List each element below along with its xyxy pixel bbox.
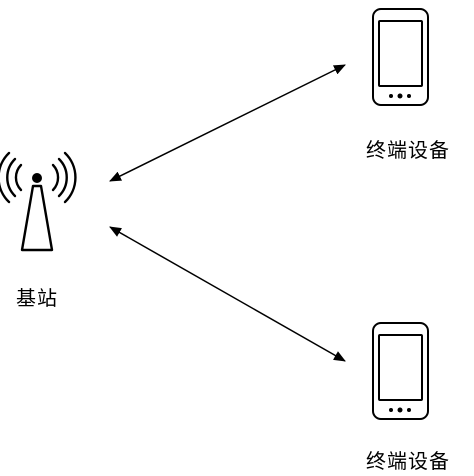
base-station-label: 基站 bbox=[16, 286, 58, 310]
terminal-device-icon bbox=[372, 322, 429, 420]
terminal-device-icon bbox=[372, 8, 429, 106]
terminal-device-label: 终端设备 bbox=[366, 449, 450, 473]
link-arrow-top bbox=[109, 64, 346, 182]
terminal-device-label: 终端设备 bbox=[366, 138, 450, 162]
base-station-icon bbox=[0, 151, 77, 252]
link-arrow-bottom bbox=[109, 226, 346, 362]
